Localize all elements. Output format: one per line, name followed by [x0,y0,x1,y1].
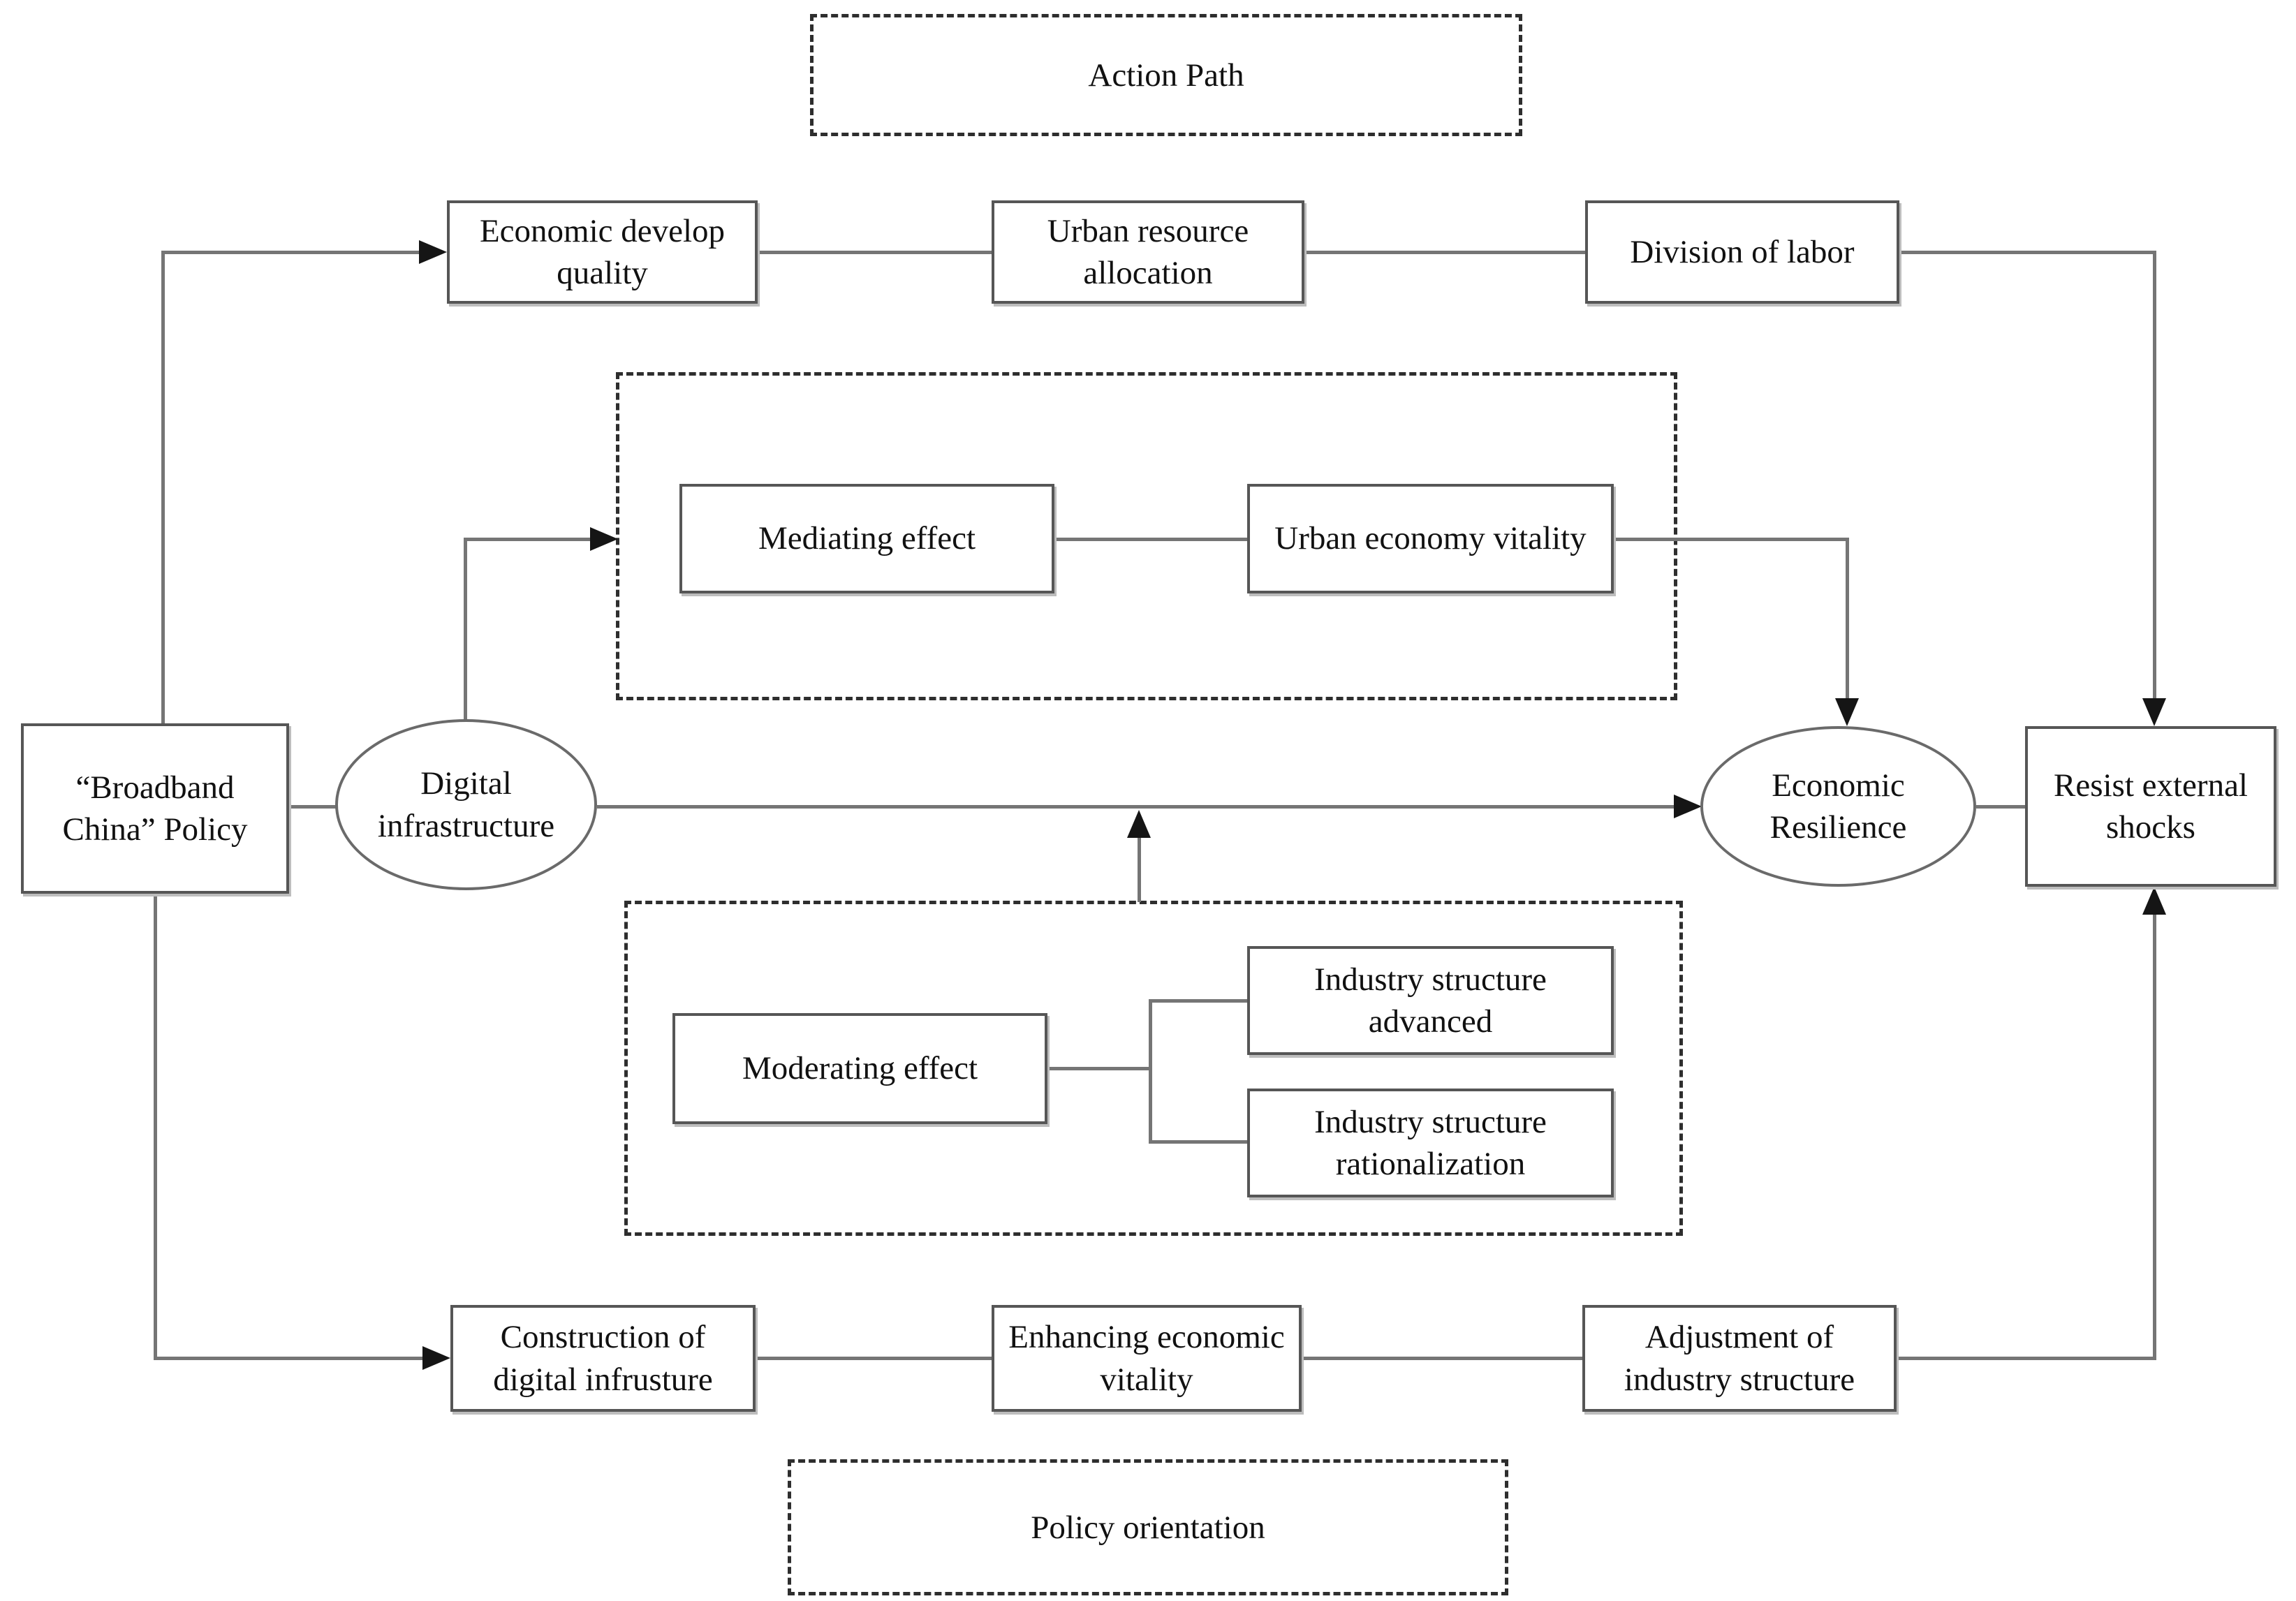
connector-ais-up-vertical [2153,913,2156,1360]
node-resist-external-shocks: Resist external shocks [2025,726,2276,887]
connector-ellipse-up-horizontal [464,538,591,541]
node-label: Economic Resilience [1769,767,1907,846]
connector-ura-to-dol [1304,251,1585,254]
node-construction-of-digital-infrusture: Construction of digital infrusture [450,1305,756,1412]
node-division-of-labor: Division of labor [1585,200,1899,304]
connector-resilience-to-shocks [1976,805,2026,809]
connector-vitality-exit-vertical [1846,538,1849,700]
connector-ellipse-up-vertical [464,539,467,722]
arrowhead-into-resilience-left [1674,795,1702,818]
connector-policy-up-vertical [161,252,165,723]
node-label: Urban economy vitality [1274,520,1587,557]
arrowhead-into-resist-shocks-bottom [2142,887,2166,915]
node-label: Economic develop quality [479,212,726,291]
node-broadband-china-policy: “Broadband China” Policy [21,723,289,894]
node-label: Enhancing economic vitality [1008,1319,1285,1398]
action-path-group: Action Path [810,14,1522,136]
connector-policy-down-vertical [154,894,157,1360]
node-label: Mediating effect [758,520,976,557]
node-urban-resource-allocation: Urban resource allocation [992,200,1304,304]
node-enhancing-economic-vitality: Enhancing economic vitality [992,1305,1302,1412]
node-label: Digital infrastructure [377,765,555,844]
connector-fork-to-rationalization [1149,1140,1247,1144]
node-label: Moderating effect [742,1050,978,1087]
connector-dol-down-vertical [2153,251,2156,701]
policy-orientation-label: Policy orientation [1031,1509,1265,1546]
node-moderating-effect: Moderating effect [672,1013,1047,1124]
node-label: Division of labor [1630,233,1855,270]
arrowhead-into-mediating-group [590,527,618,551]
arrowhead-into-resilience-top [1835,698,1859,726]
node-label: Adjustment of industry structure [1624,1319,1855,1398]
node-urban-economy-vitality: Urban economy vitality [1247,484,1614,593]
connector-dol-right-horizontal [1899,251,2156,254]
arrowhead-into-economic-develop-quality [419,240,447,264]
connector-fork-to-advanced [1149,999,1247,1003]
connector-eev-to-ais [1302,1357,1582,1360]
connector-policy-to-ellipse [289,805,338,809]
action-path-label: Action Path [1088,57,1244,94]
node-label: Urban resource allocation [1047,212,1249,291]
connector-policy-down-horizontal [154,1357,424,1360]
policy-orientation-group: Policy orientation [788,1459,1508,1595]
node-industry-structure-advanced: Industry structure advanced [1247,946,1614,1055]
moderating-group-frame [624,901,1683,1236]
node-industry-structure-rationalization: Industry structure rationalization [1247,1089,1614,1197]
connector-main-horizontal [597,805,1675,809]
connector-vitality-exit-horizontal [1614,538,1849,541]
connector-moderating-fork-stem [1047,1067,1152,1070]
connector-moderating-up [1138,836,1141,902]
node-economic-resilience: Economic Resilience [1700,726,1976,887]
connector-policy-up-horizontal [161,251,420,254]
node-economic-develop-quality: Economic develop quality [447,200,758,304]
connector-moderating-fork-vertical [1149,999,1152,1144]
connector-edq-to-ura [758,251,992,254]
arrowhead-moderating-to-main-line [1127,810,1151,838]
node-label: Industry structure advanced [1314,961,1547,1040]
node-adjustment-of-industry-structure: Adjustment of industry structure [1582,1305,1897,1412]
node-label: Construction of digital infrusture [493,1319,713,1398]
node-label: Resist external shocks [2053,767,2248,846]
arrowhead-into-resist-shocks-top [2142,698,2166,726]
node-label: Industry structure rationalization [1314,1103,1547,1182]
connector-mediating-to-vitality [1054,538,1247,541]
node-digital-infrastructure: Digital infrastructure [335,719,597,890]
node-label: “Broadband China” Policy [62,769,248,848]
node-mediating-effect: Mediating effect [679,484,1054,593]
arrowhead-into-construction [422,1346,450,1370]
connector-cdi-to-eev [756,1357,992,1360]
connector-ais-right-horizontal [1897,1357,2156,1360]
